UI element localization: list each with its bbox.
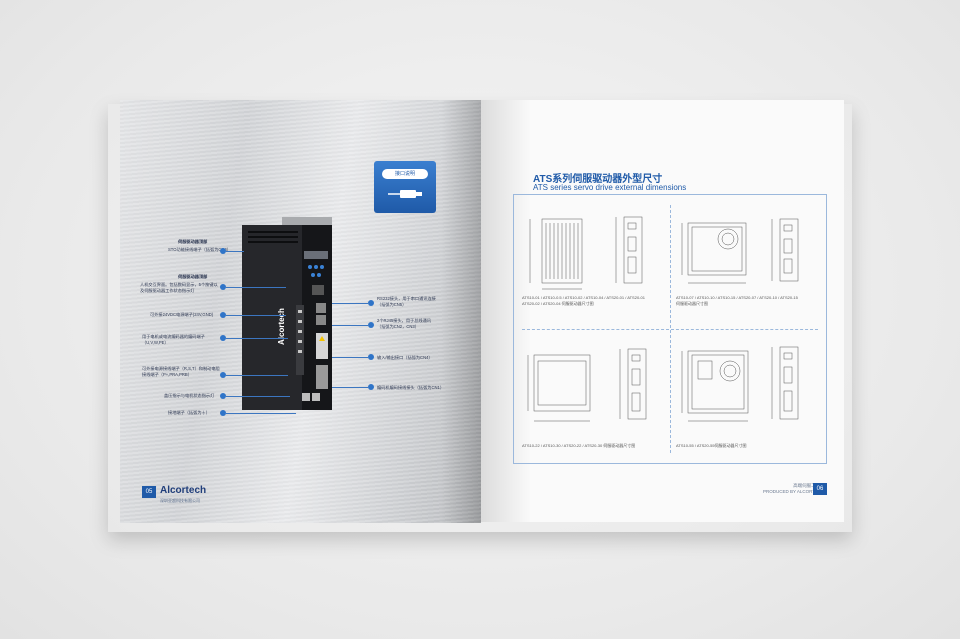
callout-marker-r0 bbox=[368, 300, 374, 306]
gutter-shadow-right bbox=[481, 100, 531, 522]
callout-marker-3 bbox=[220, 335, 226, 341]
callout-text-r1: 2个RJ45接头，用于总线通讯（括弧为CN2，CN3） bbox=[377, 318, 431, 329]
section-title-en: ATS series servo drive external dimensio… bbox=[533, 183, 687, 192]
callout-marker-1 bbox=[220, 284, 226, 290]
callout-text-r0: RS232接头，用于串口通讯连接（括弧为CN5） bbox=[377, 296, 436, 307]
section-title-cn: ATS系列伺服驱动器外型尺寸 bbox=[533, 174, 663, 185]
page-number-left: 05 bbox=[142, 486, 156, 498]
callout-marker-4 bbox=[220, 372, 226, 378]
callout-title-0: 伺服驱动器顶部 bbox=[178, 239, 208, 244]
dimension-drawing-3 bbox=[527, 348, 647, 422]
callout-text-4: 可外接电源接线端子（R,S,T）和制动电阻接线端子（P+,PRA,PRB） bbox=[142, 366, 220, 377]
callout-text-1: 人机交互界面。包括数码显示，5个按键以及伺服驱动器工作状态指示灯 bbox=[140, 282, 218, 293]
drawing-caption-2: ATS10-07 / ATS10-10 / ATS10-15 / ATS20-0… bbox=[676, 295, 798, 306]
dimension-drawing-4 bbox=[681, 346, 799, 422]
dimension-drawings-frame: ATS10-01 / ATS10-0.5 / ATS10-02 / ATS10-… bbox=[513, 194, 827, 464]
frame-divider-horizontal bbox=[522, 329, 818, 330]
callout-line-5 bbox=[226, 396, 290, 397]
drawing-caption-4: ATS10-55 / ATS20-55伺服驱动器尺寸图 bbox=[676, 443, 747, 448]
callout-line-2 bbox=[226, 315, 286, 316]
callout-marker-6 bbox=[220, 410, 226, 416]
callout-line-r0 bbox=[332, 303, 368, 304]
gutter-shadow-left bbox=[441, 100, 481, 523]
svg-text:Alcortech: Alcortech bbox=[277, 308, 286, 345]
dimension-drawing-1 bbox=[529, 216, 643, 290]
page-number-right: 06 bbox=[813, 483, 827, 495]
callout-text-r3: 编码机编码接线接头（括弧为CN1） bbox=[377, 385, 445, 390]
callout-line-r1 bbox=[332, 325, 368, 326]
dimension-drawing-2 bbox=[681, 218, 799, 284]
callout-title-1: 伺服驱动器顶部 bbox=[178, 274, 208, 279]
callout-text-3: 用于电机或电流编码器的编码端子（U,V,W,PE） bbox=[142, 334, 205, 345]
callout-line-6 bbox=[226, 413, 296, 414]
section-tag: 接口说明 bbox=[374, 161, 436, 213]
callout-text-0: STO功能接线端子（括弧为CN6） bbox=[168, 247, 231, 252]
brand-subtitle: 深圳亚超科技有限公司 bbox=[160, 498, 200, 503]
callout-marker-2 bbox=[220, 312, 226, 318]
drawing-caption-3: ATS10-22 / ATS10-30 / ATS20-22 / ATS20-3… bbox=[522, 443, 636, 448]
servo-drive-image: Alcortech bbox=[242, 217, 332, 410]
callout-marker-r1 bbox=[368, 322, 374, 328]
callout-text-5: 盖压指示与电机状态指示灯 bbox=[164, 393, 215, 398]
callout-line-3 bbox=[226, 338, 288, 339]
callout-line-4 bbox=[226, 375, 288, 376]
callout-marker-r3 bbox=[368, 384, 374, 390]
drawing-caption-1: ATS10-01 / ATS10-0.5 / ATS10-02 / ATS10-… bbox=[522, 295, 645, 306]
callout-marker-r2 bbox=[368, 354, 374, 360]
callout-line-r2 bbox=[332, 357, 368, 358]
section-tag-label: 接口说明 bbox=[382, 169, 428, 179]
right-page: ATS系列伺服驱动器外型尺寸 ATS series servo drive ex… bbox=[481, 100, 844, 522]
callout-marker-0 bbox=[220, 248, 226, 254]
left-page: 接口说明 bbox=[120, 100, 481, 523]
connector-icon bbox=[388, 190, 422, 198]
callout-text-6: 接地端子（括弧为⏚） bbox=[168, 410, 210, 415]
callout-line-0 bbox=[226, 251, 244, 252]
callout-text-r2: 输入/输出接口（括弧为CN4） bbox=[377, 355, 433, 360]
brand-logo: Alcortech bbox=[160, 485, 207, 496]
callout-marker-5 bbox=[220, 393, 226, 399]
callout-line-r3 bbox=[332, 387, 368, 388]
callout-text-2: 可外接24VDC电源端子(24V,GND) bbox=[150, 312, 214, 317]
right-footer-text: 高端伺服工控制 PRODUCED BY ALCORTECH bbox=[763, 483, 825, 494]
callout-line-1 bbox=[226, 287, 286, 288]
